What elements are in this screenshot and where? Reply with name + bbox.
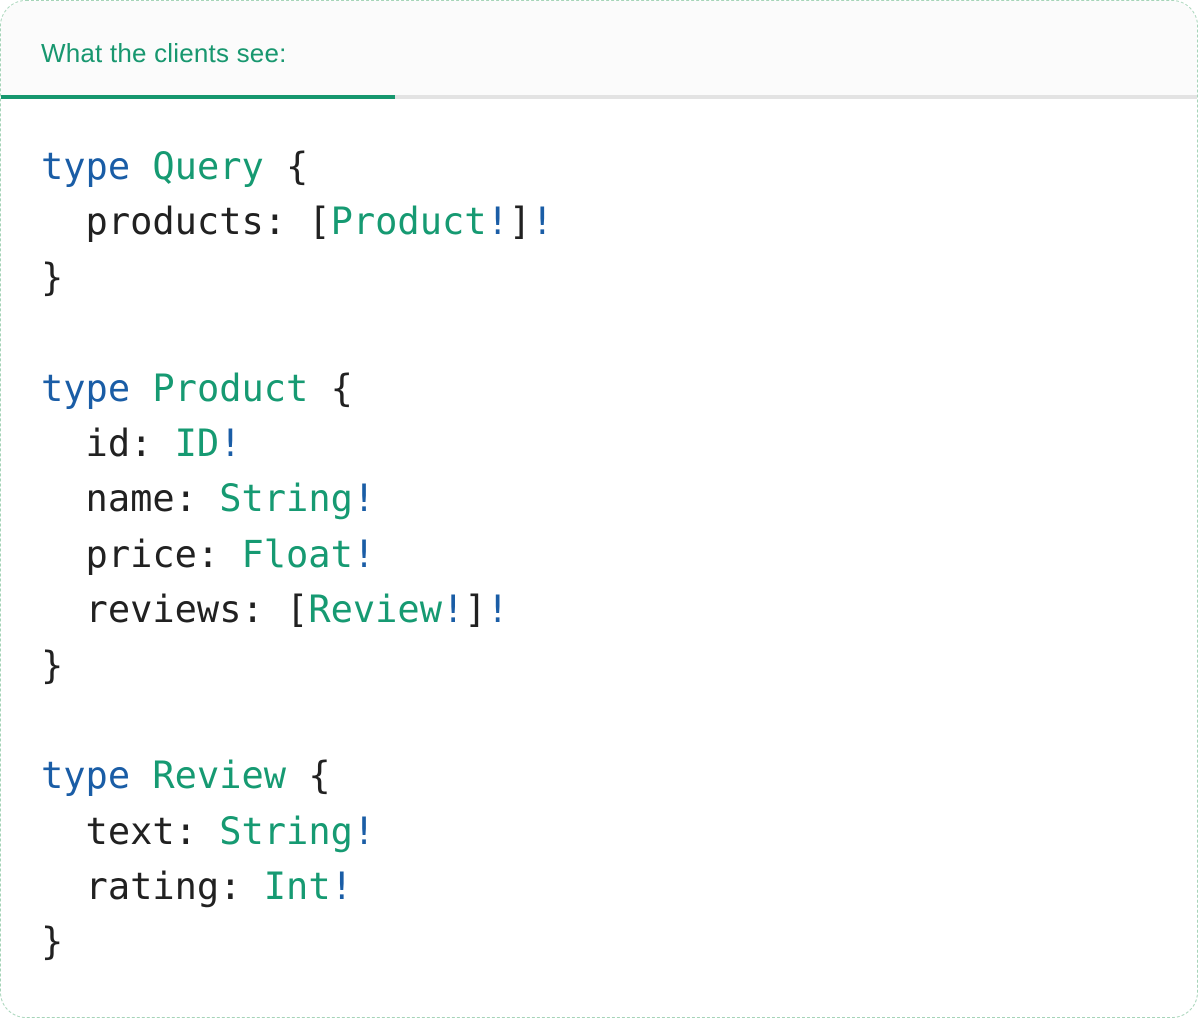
code-line: products: [Product!]! (41, 194, 1157, 249)
code-token: ! (330, 865, 353, 909)
code-token: ! (486, 200, 509, 244)
code-line: id: ID! (41, 416, 1157, 471)
code-token: id: (41, 421, 175, 465)
code-line: } (41, 914, 1157, 969)
active-tab-indicator (1, 95, 395, 99)
code-token: type (41, 366, 131, 410)
code-token: price: (41, 532, 242, 576)
code-token: Review (152, 754, 287, 798)
code-token (130, 367, 152, 410)
code-token: Review (308, 588, 442, 632)
code-line: type Product { (41, 361, 1157, 416)
code-line: } (41, 638, 1157, 693)
code-token: { (286, 754, 331, 798)
code-line: name: String! (41, 471, 1157, 526)
code-token: rating: (41, 865, 264, 909)
code-token: Float (241, 532, 353, 576)
code-token: Int (263, 865, 331, 909)
code-line: type Review { (41, 748, 1157, 803)
card-header: What the clients see: (1, 1, 1197, 95)
code-token: ! (352, 532, 376, 576)
code-line: } (41, 250, 1157, 305)
code-token: { (308, 366, 353, 410)
code-token: ! (486, 588, 509, 632)
code-token: } (41, 920, 64, 964)
code-token: reviews: [ (41, 588, 309, 632)
graphql-schema-code: type Query { products: [Product!]!} type… (1, 99, 1197, 970)
code-token: Query (152, 145, 264, 188)
code-line (41, 305, 1157, 360)
tab-label: What the clients see: (41, 38, 287, 68)
code-token: String (219, 809, 353, 853)
code-line: price: Float! (41, 527, 1157, 582)
code-line: text: String! (41, 804, 1157, 859)
code-token: ! (352, 809, 376, 853)
code-token: Product (330, 200, 487, 244)
tab-clients-view[interactable]: What the clients see: (1, 40, 287, 95)
code-line: reviews: [Review!]! (41, 582, 1157, 637)
code-line: type Query { (41, 139, 1157, 194)
code-token: type (41, 145, 131, 188)
code-token (130, 754, 152, 797)
code-token: } (41, 643, 64, 687)
code-token: type (41, 754, 131, 798)
code-token: String (219, 477, 353, 521)
code-token: { (263, 145, 309, 188)
code-token: products: [ (41, 200, 331, 244)
code-token: } (41, 255, 64, 299)
code-line: rating: Int! (41, 859, 1157, 914)
code-token: ] (508, 200, 532, 244)
header-divider (1, 95, 1197, 99)
code-token: ! (219, 421, 242, 465)
code-line (41, 693, 1157, 748)
code-token: text: (41, 809, 220, 853)
code-token: ID (174, 421, 220, 465)
code-token: Product (152, 366, 309, 410)
code-token: name: (41, 477, 220, 521)
code-token: ! (441, 588, 465, 632)
code-token: ] (464, 588, 487, 632)
code-token: ! (531, 200, 554, 244)
code-token (130, 145, 152, 188)
code-token: ! (352, 477, 376, 521)
